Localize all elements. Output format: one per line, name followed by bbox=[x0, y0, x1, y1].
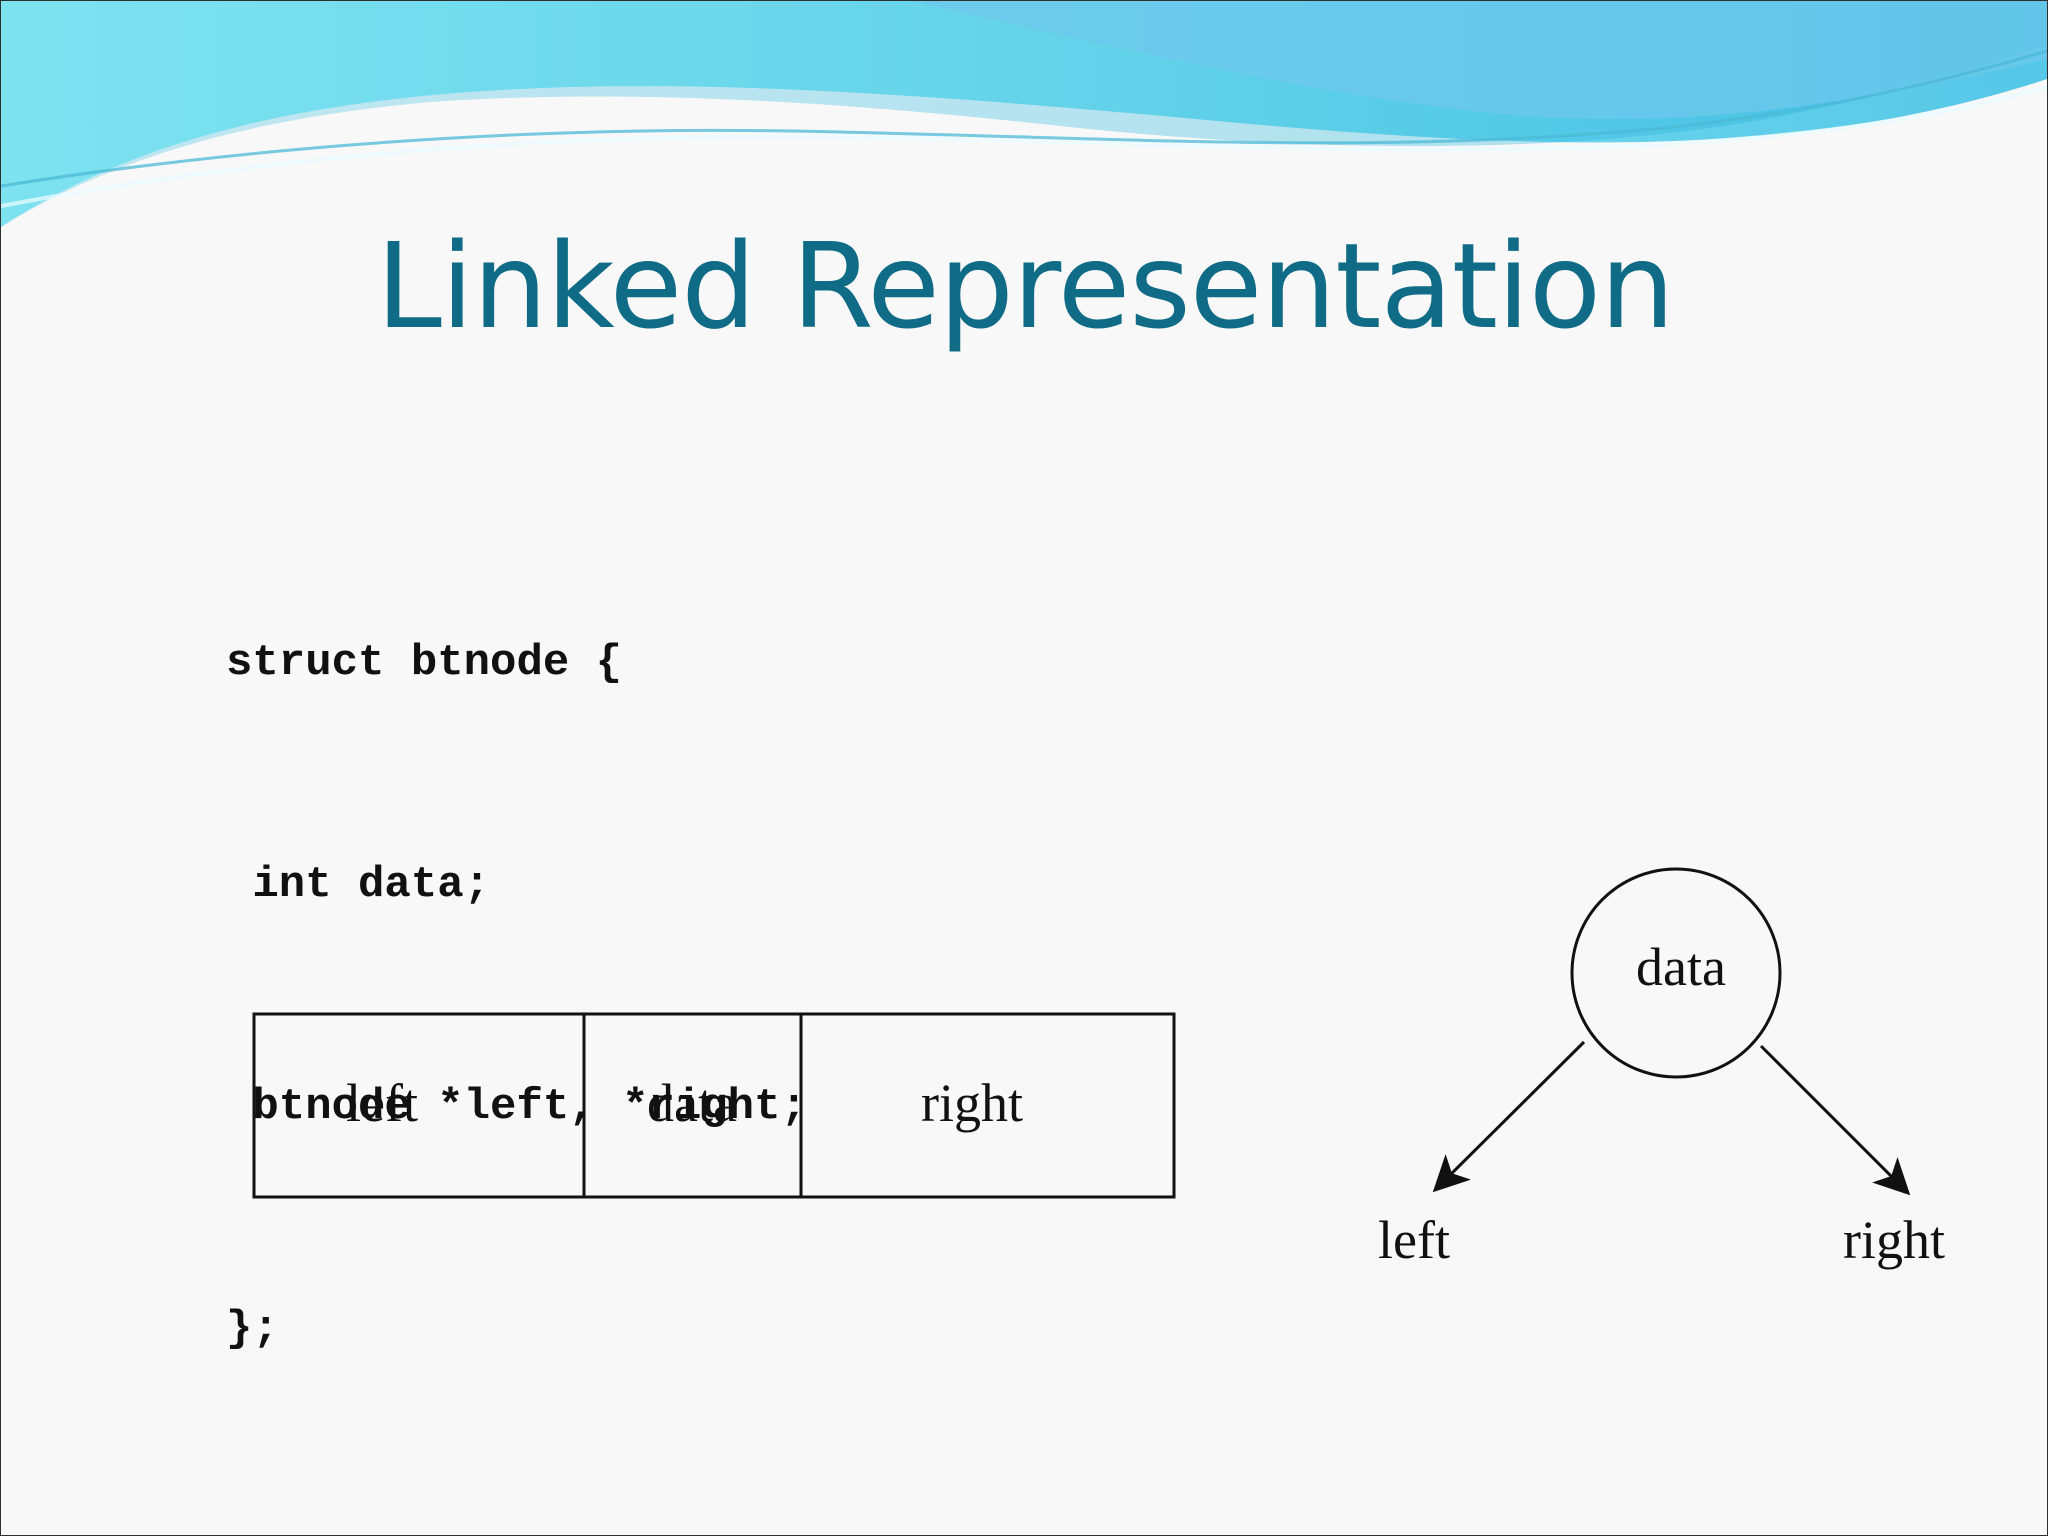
right-field-label: right bbox=[921, 1073, 1023, 1133]
data-field-label: data bbox=[647, 1073, 737, 1133]
left-field-label: left bbox=[346, 1073, 418, 1133]
tree-root-label: data bbox=[1636, 937, 1726, 997]
left-child-arrow bbox=[1437, 1042, 1584, 1188]
node-record-box: left data right bbox=[254, 1014, 1174, 1197]
left-child-label: left bbox=[1378, 1210, 1450, 1270]
tree-node-diagram: data left right bbox=[1378, 869, 1945, 1270]
right-child-arrow bbox=[1761, 1046, 1906, 1191]
right-child-label: right bbox=[1843, 1210, 1945, 1270]
